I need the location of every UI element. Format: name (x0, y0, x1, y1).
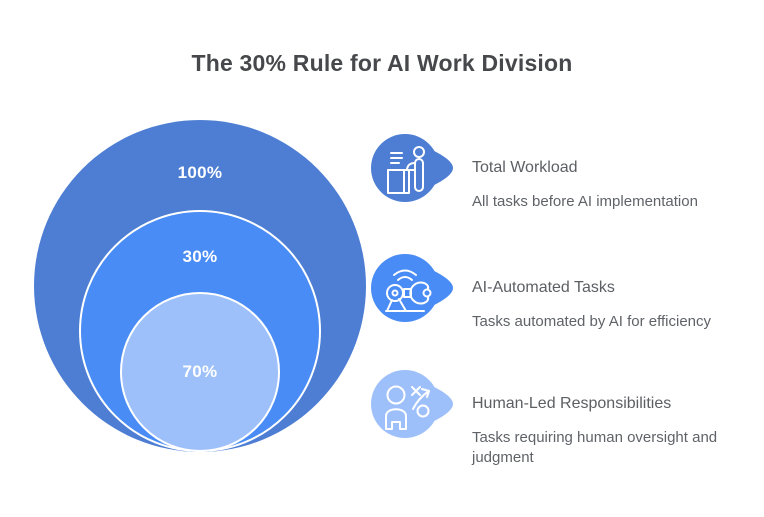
legend-description: Tasks automated by AI for efficiency (472, 313, 712, 330)
legend-title: AI-Automated Tasks (472, 279, 615, 296)
presenter-whiteboard-icon (371, 134, 455, 202)
legend-title: Total Workload (472, 159, 578, 176)
label-human-percentage: 70% (182, 362, 218, 381)
legend-item-total-workload: Total Workload All tasks before AI imple… (371, 134, 761, 244)
nested-circles-diagram: 100% 30% 70% (34, 119, 366, 452)
page-title: The 30% Rule for AI Work Division (191, 50, 573, 76)
legend-item-human-led: Human-Led Responsibilities Tasks requiri… (371, 370, 761, 480)
robot-arm-icon (371, 254, 455, 322)
label-ai-percentage: 30% (182, 247, 218, 266)
legend-description: All tasks before AI implementation (472, 193, 698, 210)
legend-item-ai-automated: AI-Automated Tasks Tasks automated by AI… (371, 254, 761, 364)
human-strategy-icon (371, 370, 455, 438)
legend-title: Human-Led Responsibilities (472, 395, 672, 412)
legend-description: Tasks requiring human oversight and judg… (472, 429, 718, 466)
label-total-percentage: 100% (177, 163, 223, 182)
circle-human-led (120, 292, 280, 452)
